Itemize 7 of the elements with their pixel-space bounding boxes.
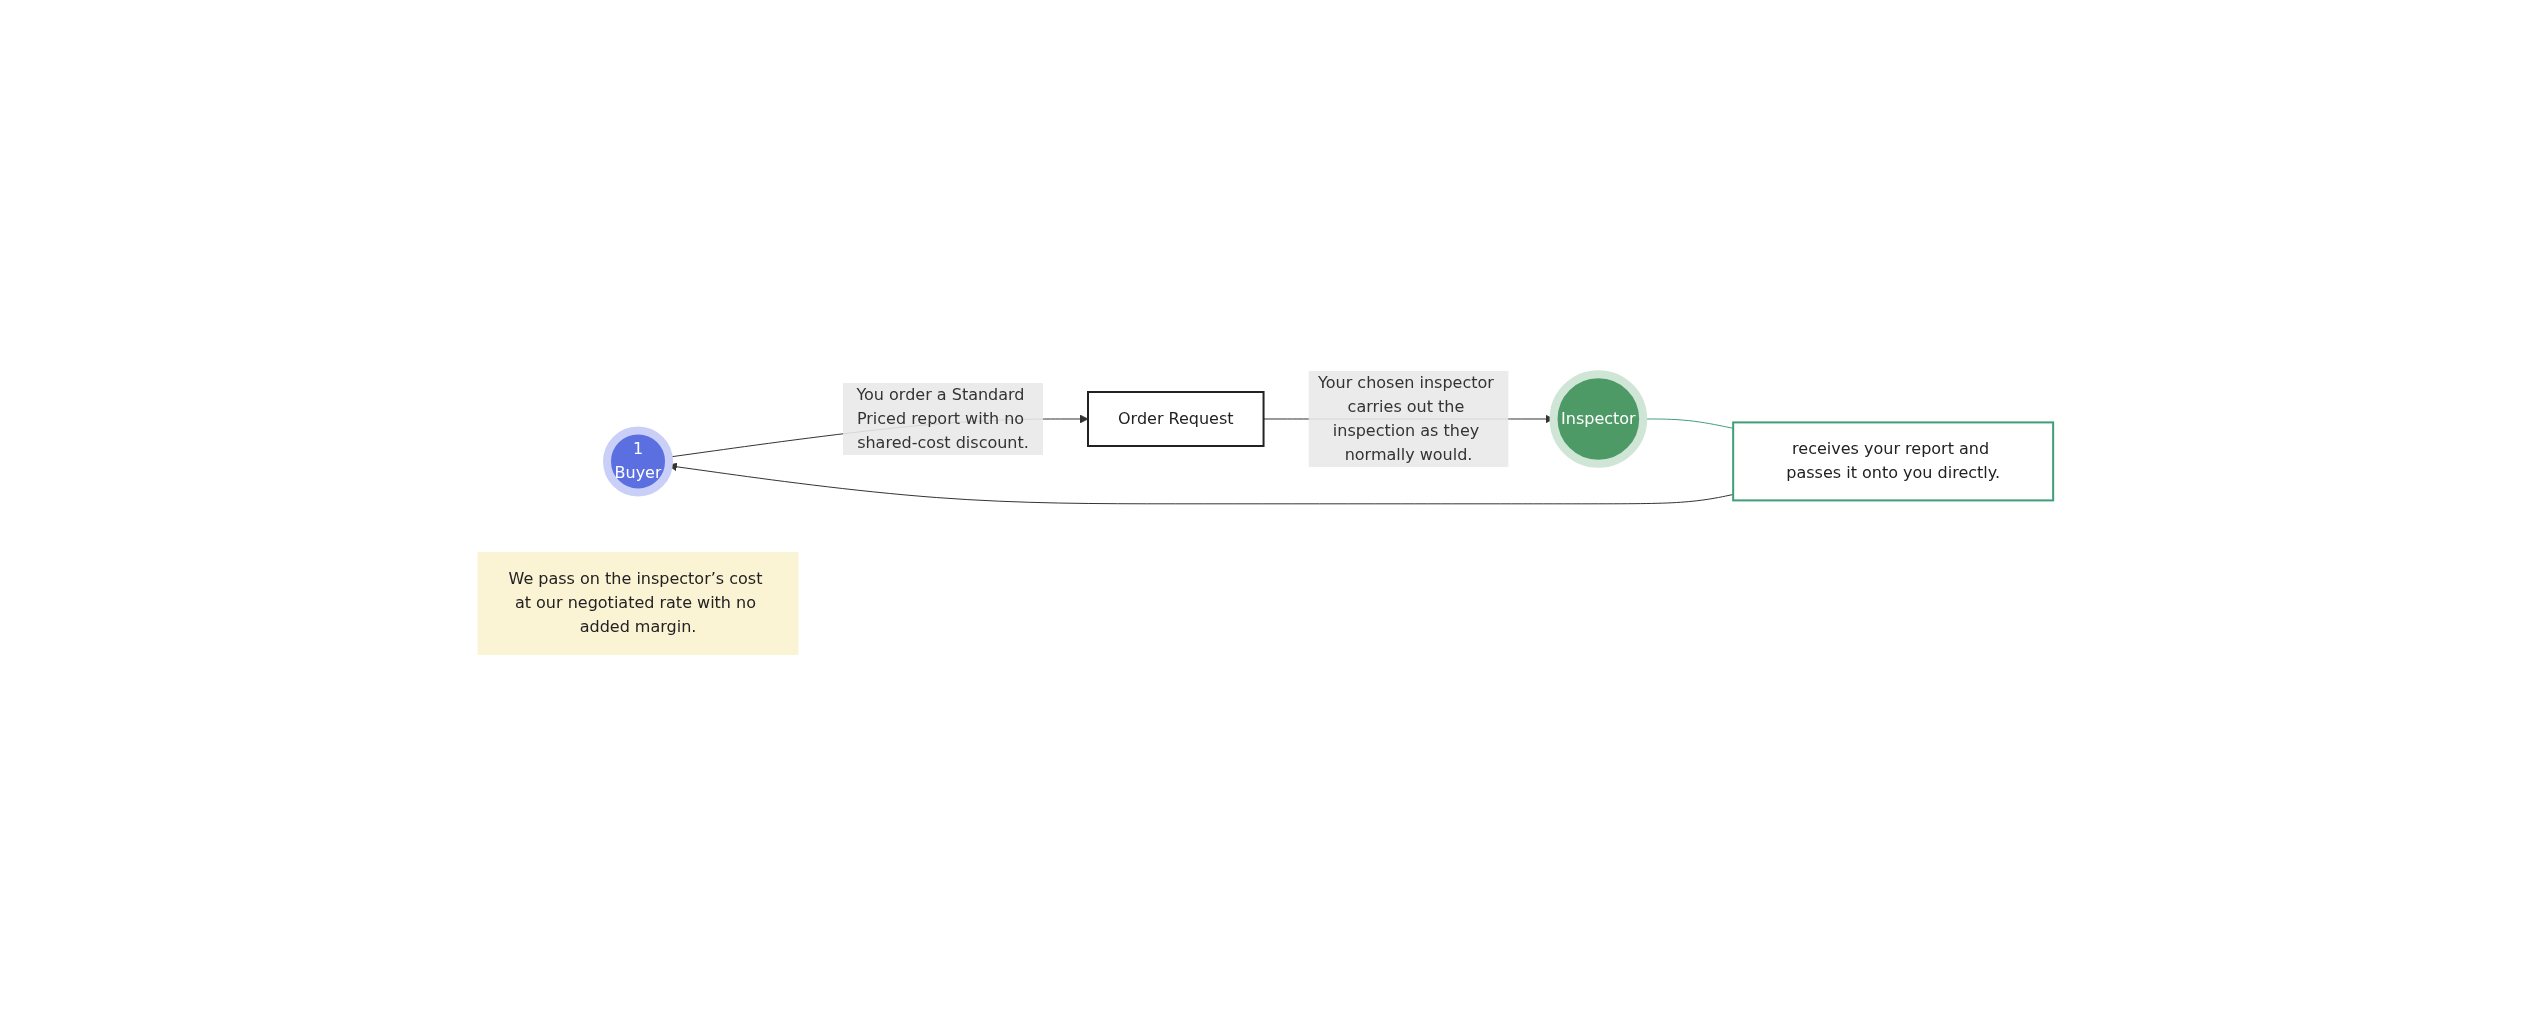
node-box: We pass on the inspector’s cost at our negotiated rate with no added margin.: [477, 552, 799, 656]
node-circle: 1 Buyer: [603, 426, 674, 497]
node-box: receives your report and passes it onto you directly.: [1732, 421, 2055, 502]
edge-label: Your chosen inspector carries out the inspection as they normally would.: [1318, 373, 1495, 465]
edge-label: You order a Standard Priced report with no shared-cost discount.: [856, 385, 1030, 453]
node-circle: Inspector: [1549, 370, 1648, 469]
node-box: Order Request: [1087, 391, 1265, 448]
